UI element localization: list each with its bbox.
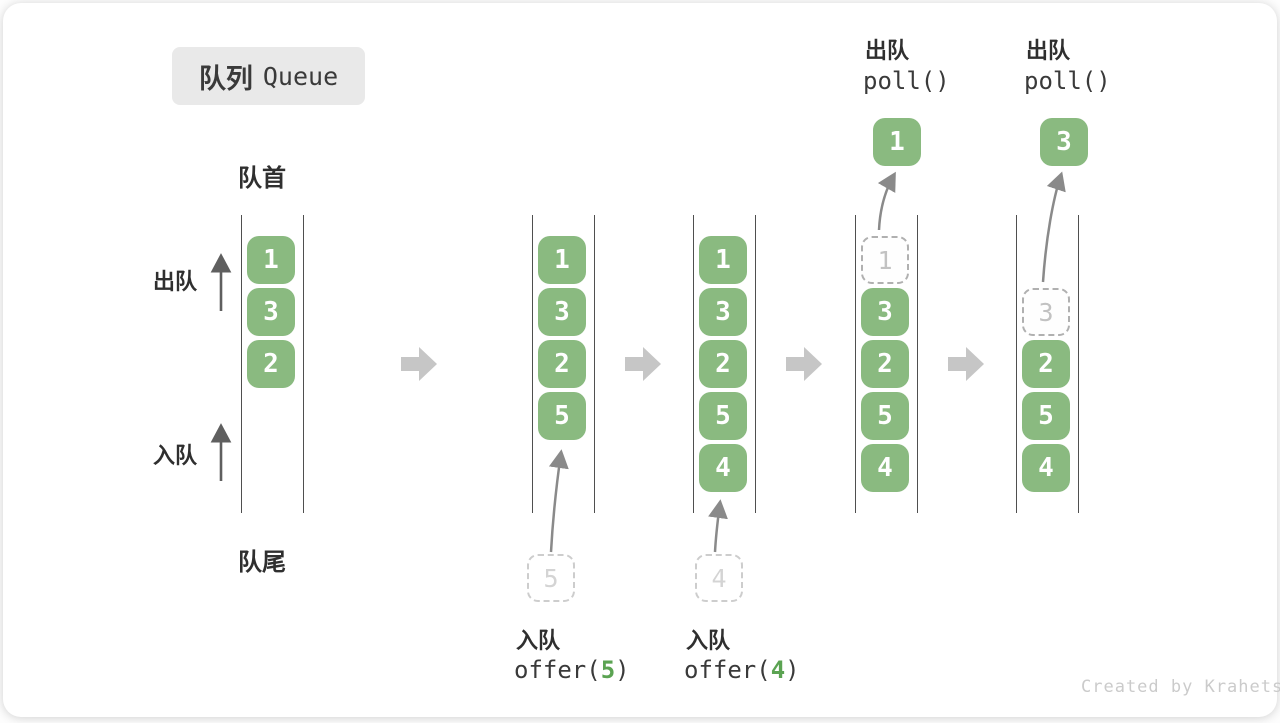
dequeue-annotation-code: poll() xyxy=(1024,67,1111,95)
queue-item-pending: 5 xyxy=(527,554,575,602)
queue-item: 2 xyxy=(861,340,909,388)
step-arrow-icon xyxy=(786,347,822,381)
label-dequeue: 出队 xyxy=(153,269,198,294)
title-badge: 队列 Queue xyxy=(172,47,365,105)
queue-item: 1 xyxy=(538,236,586,284)
queue-item-ghost: 3 xyxy=(1022,288,1070,336)
queue-item: 2 xyxy=(538,340,586,388)
code-post: ) xyxy=(615,656,630,684)
queue-item: 2 xyxy=(1022,340,1070,388)
step-arrow-icon xyxy=(625,347,661,381)
step-arrow-icon xyxy=(401,347,437,381)
enqueue-annotation-code: offer(4) xyxy=(684,656,800,684)
queue-item: 5 xyxy=(538,392,586,440)
label-enqueue: 入队 xyxy=(153,443,198,468)
queue-container-line xyxy=(1077,215,1079,513)
queue-item: 5 xyxy=(861,392,909,440)
enqueue-annotation-code: offer(5) xyxy=(514,656,630,684)
queue-item-ghost: 1 xyxy=(861,236,909,284)
queue-container-line xyxy=(855,215,856,513)
queue-container-line xyxy=(1016,215,1017,513)
transfer-arrow-icon xyxy=(548,449,569,553)
code-post: ) xyxy=(785,656,800,684)
queue-item: 3 xyxy=(247,288,295,336)
transfer-arrow-icon xyxy=(708,499,728,553)
credit-text: Created by Krahets xyxy=(1081,677,1280,697)
queue-item: 4 xyxy=(1022,444,1070,492)
transfer-arrow-icon xyxy=(877,171,896,231)
queue-item: 5 xyxy=(1022,392,1070,440)
queue-container-line xyxy=(916,215,918,513)
queue-item: 3 xyxy=(538,288,586,336)
queue-item: 2 xyxy=(699,340,747,388)
dequeue-annotation-label: 出队 xyxy=(865,38,910,63)
diagram-card: 队列 Queue 队首 队尾 出队 入队 1 3 2 1 3 2 5 5 1 3… xyxy=(3,3,1280,717)
queue-container-line xyxy=(302,215,304,513)
queue-item: 4 xyxy=(861,444,909,492)
label-queue-front: 队首 xyxy=(238,165,286,192)
queue-item: 3 xyxy=(699,288,747,336)
queue-item-popped: 3 xyxy=(1040,118,1088,166)
queue-item: 3 xyxy=(861,288,909,336)
queue-item: 5 xyxy=(699,392,747,440)
queue-container-line xyxy=(532,215,533,513)
dequeue-annotation-label: 出队 xyxy=(1026,38,1071,63)
code-pre: offer( xyxy=(514,656,601,684)
code-pre: offer( xyxy=(684,656,771,684)
queue-item-popped: 1 xyxy=(873,118,921,166)
queue-container-line xyxy=(593,215,595,513)
transfer-arrow-icon xyxy=(1041,171,1066,283)
queue-container-line xyxy=(693,215,694,513)
step-arrow-icon xyxy=(948,347,984,381)
code-arg: 4 xyxy=(770,656,786,684)
queue-item-pending: 4 xyxy=(695,554,743,602)
queue-diagram: 队列 Queue 队首 队尾 出队 入队 1 3 2 1 3 2 5 5 1 3… xyxy=(3,3,1280,717)
queue-item: 1 xyxy=(699,236,747,284)
queue-container-line xyxy=(240,215,242,513)
title-en: Queue xyxy=(262,61,339,91)
title-zh: 队列 xyxy=(198,63,253,94)
enqueue-annotation-label: 入队 xyxy=(516,628,561,653)
code-arg: 5 xyxy=(600,656,616,684)
enqueue-annotation-label: 入队 xyxy=(686,628,731,653)
label-queue-rear: 队尾 xyxy=(238,549,286,576)
queue-item: 1 xyxy=(247,236,295,284)
dequeue-annotation-code: poll() xyxy=(863,67,950,95)
queue-item: 4 xyxy=(699,444,747,492)
queue-container-line xyxy=(754,215,756,513)
queue-item: 2 xyxy=(247,340,295,388)
